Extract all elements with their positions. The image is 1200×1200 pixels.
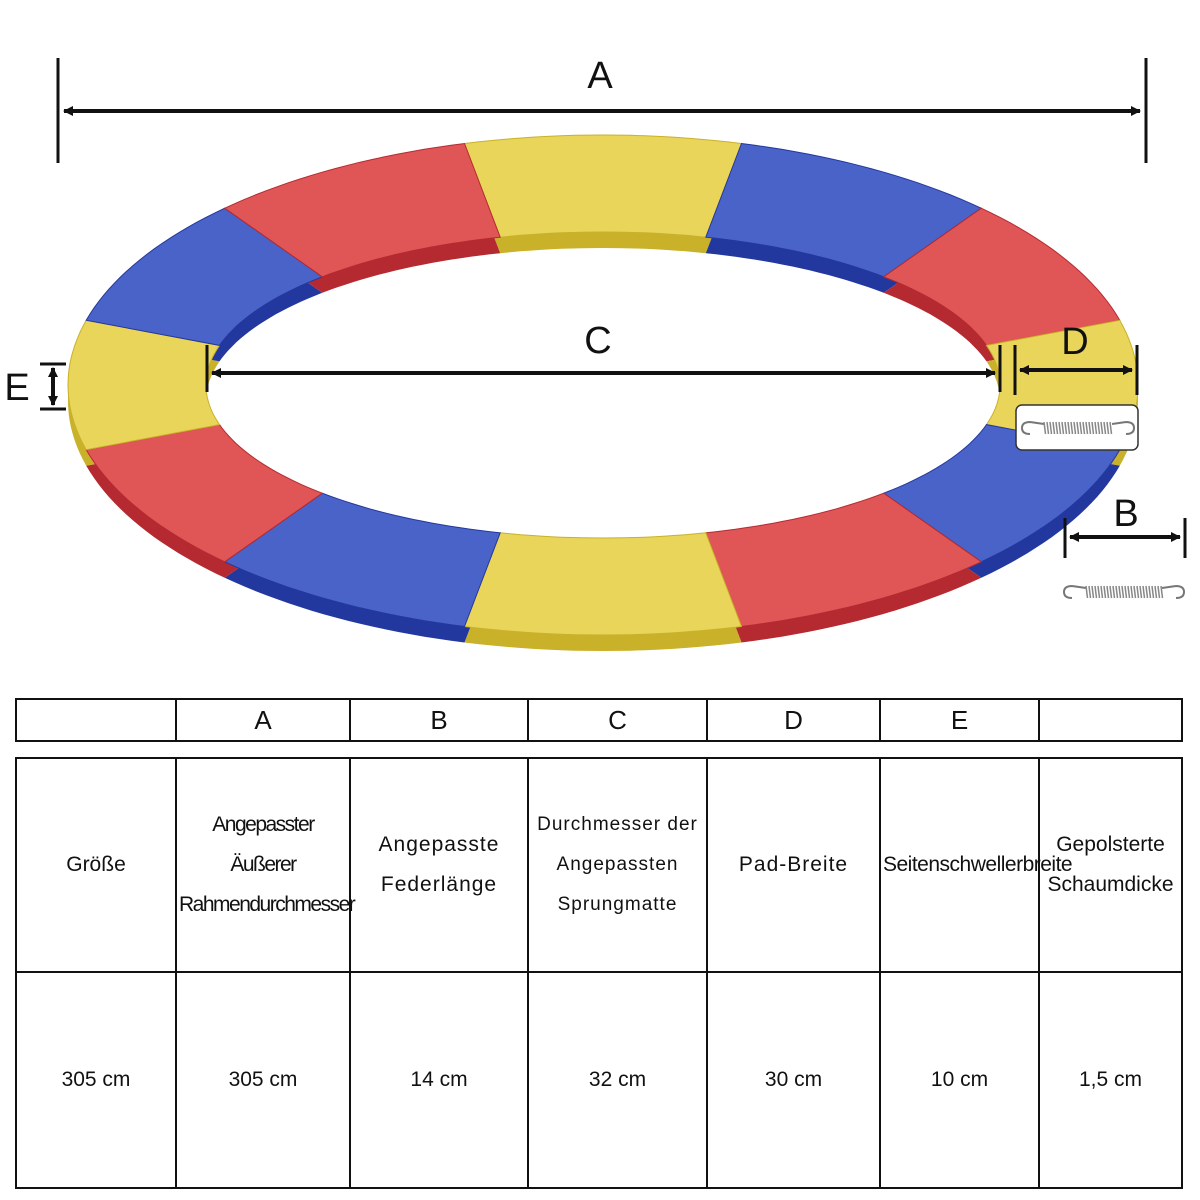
- spring-icon: [1062, 585, 1186, 599]
- trampoline-pad-diagram: A C D B E: [4, 55, 1187, 651]
- dimension-table: Größe Angepasster Äußerer Rahmendurchmes…: [15, 757, 1183, 1189]
- header-cell: [15, 698, 177, 742]
- table-row-values: 305 cm 305 cm 14 cm 32 cm 30 cm 10 cm 1,…: [15, 971, 1183, 1189]
- pad-ring: [67, 134, 1139, 636]
- label-pad-width: Pad-Breite: [706, 757, 881, 973]
- dimension-c: [205, 345, 1002, 392]
- header-cell-a: A: [175, 698, 351, 742]
- label-size: Größe: [15, 757, 177, 973]
- dimension-label-d: D: [1061, 321, 1088, 363]
- dimension-a: [56, 58, 1148, 163]
- label-foam-thickness: Gepolsterte Schaumdicke: [1038, 757, 1183, 973]
- label-mat-diameter: Durchmesser der Angepassten Sprungmatte: [527, 757, 708, 973]
- dimension-label-b: B: [1113, 493, 1138, 535]
- pad-segment-yellow: [463, 532, 743, 636]
- dimension-label-a: A: [587, 55, 613, 97]
- header-cell: [1038, 698, 1183, 742]
- dimension-e: [40, 362, 66, 411]
- header-cell-c: C: [527, 698, 708, 742]
- label-side-skirt-width: Seitenschwellerbreite: [879, 757, 1073, 973]
- value-b: 14 cm: [349, 971, 529, 1189]
- value-d: 30 cm: [706, 971, 881, 1189]
- value-a: 305 cm: [175, 971, 351, 1189]
- value-e: 10 cm: [879, 971, 1040, 1189]
- header-cell-d: D: [706, 698, 881, 742]
- pad-segment-red: [223, 142, 501, 278]
- dimension-d: [1013, 345, 1139, 395]
- value-c: 32 cm: [527, 971, 708, 1189]
- value-foam: 1,5 cm: [1038, 971, 1183, 1189]
- value-size: 305 cm: [15, 971, 177, 1189]
- header-cell-b: B: [349, 698, 529, 742]
- dimension-label-e: E: [4, 367, 29, 409]
- dimension-table-header: A B C D E: [15, 698, 1183, 742]
- table-row-labels: Größe Angepasster Äußerer Rahmendurchmes…: [15, 757, 1183, 973]
- label-outer-frame-diameter: Angepasster Äußerer Rahmendurchmesser: [175, 757, 356, 973]
- label-spring-length: Angepasste Federlänge: [349, 757, 529, 973]
- dimension-label-c: C: [584, 320, 611, 362]
- pad-segment-yellow: [463, 134, 743, 238]
- header-cell-e: E: [879, 698, 1040, 742]
- spring-icon: [1020, 421, 1136, 435]
- dimension-b: [1063, 518, 1187, 558]
